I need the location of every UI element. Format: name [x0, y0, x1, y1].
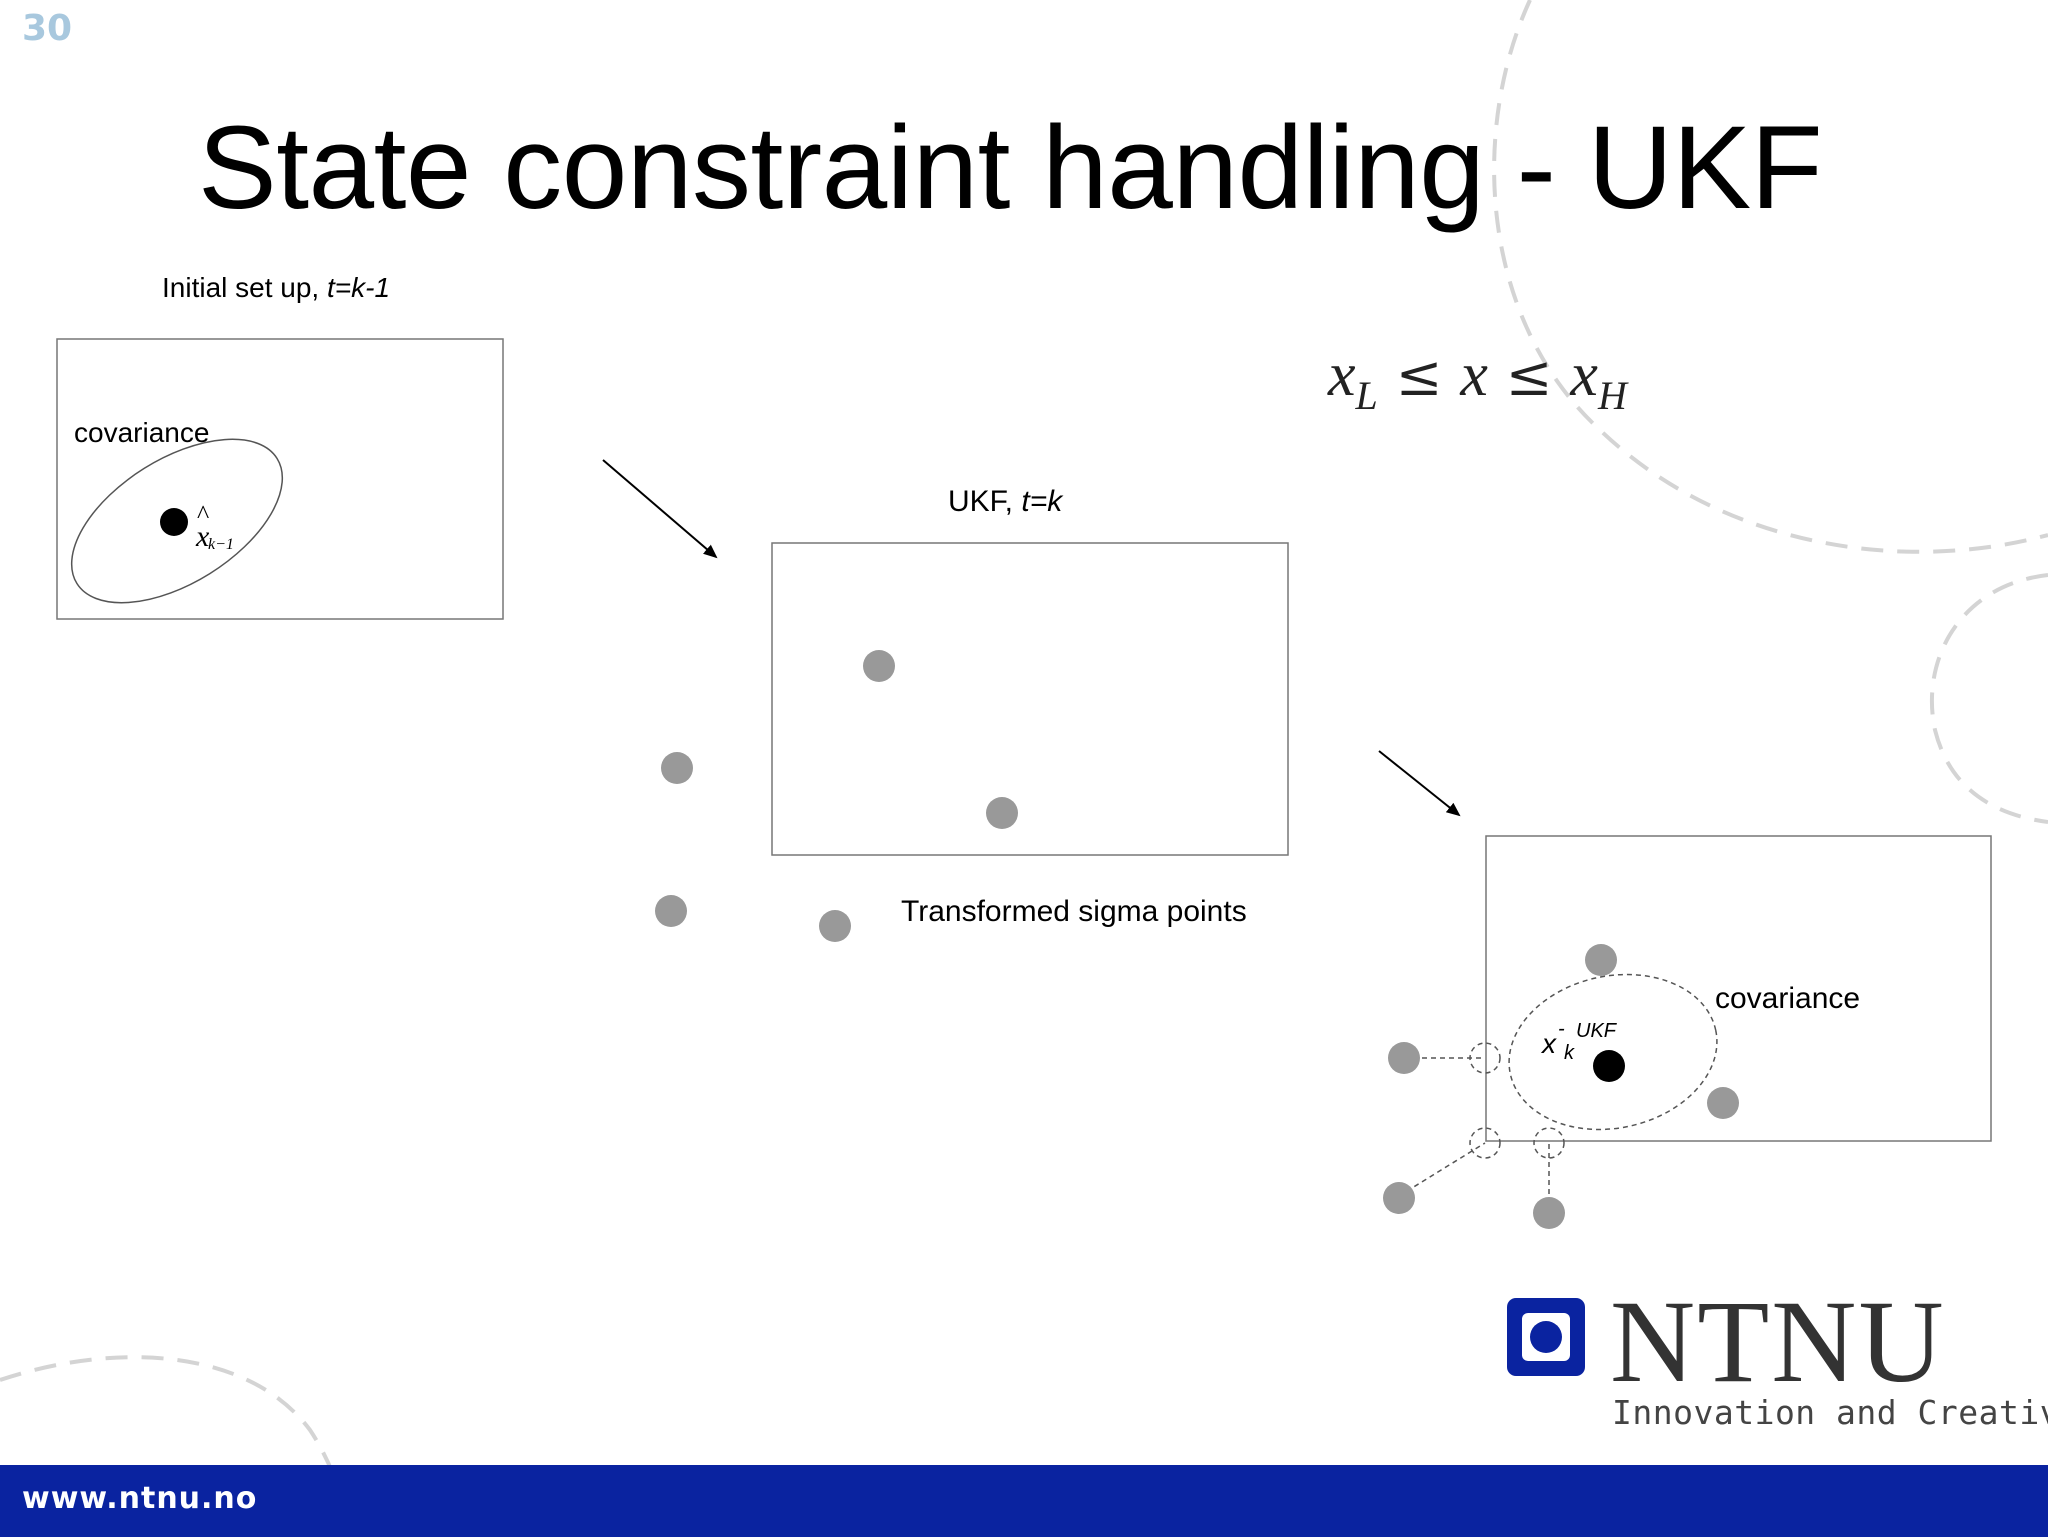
- sigma-point: [661, 752, 693, 784]
- slide-title: State constraint handling - UKF: [198, 102, 1823, 234]
- slide-number: 30: [22, 8, 73, 49]
- estimate-ukf-sup: UKF: [1576, 1020, 1616, 1042]
- projection-line: [1398, 1142, 1486, 1197]
- eq-leq-1: ≤: [1395, 344, 1443, 409]
- sigma-point: [863, 650, 895, 682]
- sigma-point: [1388, 1042, 1420, 1074]
- covariance-ellipse-ukf: [1508, 973, 1718, 1131]
- estimate-label-initial: x ^ k−1: [196, 500, 234, 554]
- eq-middle-var: x: [1460, 341, 1488, 409]
- footer-url-link[interactable]: www.ntnu.no: [22, 1481, 258, 1516]
- estimate-ukf-symbol: x: [1542, 1028, 1556, 1059]
- eq-upper-var: x: [1570, 341, 1598, 409]
- estimate-label-ukf: x - k UKF: [1542, 1018, 1616, 1064]
- eq-upper-sub: H: [1597, 373, 1627, 418]
- panel-initial-caption-time: t=k-1: [326, 272, 391, 303]
- sigma-point: [1707, 1087, 1739, 1119]
- estimate-ukf-minus: -: [1558, 1018, 1565, 1040]
- projected-point: [1469, 1127, 1501, 1159]
- projected-point: [1533, 1127, 1565, 1159]
- mean-estimate-initial: [160, 508, 188, 536]
- ntnu-logo-name: NTNU: [1610, 1276, 1946, 1407]
- covariance-label-initial: covariance: [74, 417, 210, 448]
- deco-arc-right: [1929, 573, 2048, 824]
- panel-ukf-caption-time: t=k: [1021, 485, 1063, 518]
- panel-ukf-caption: UKF, t=k: [948, 485, 1062, 519]
- footer-bar: [0, 1465, 2048, 1537]
- eq-leq-2: ≤: [1505, 344, 1553, 409]
- covariance-label-ukf: covariance: [1715, 982, 1861, 1015]
- panel-initial-caption: Initial set up, t=k-1: [162, 272, 390, 304]
- projected-point: [1469, 1042, 1501, 1074]
- sigma-point: [1585, 944, 1617, 976]
- arrow-to-ukf: [602, 459, 718, 559]
- sigma-point: [1533, 1197, 1565, 1229]
- deco-arc-top-right: [1492, 0, 2048, 554]
- panel-constrained: [1383, 835, 1992, 1229]
- sigma-point: [819, 910, 851, 942]
- panel-constrained-frame: [1485, 835, 1992, 1142]
- mean-estimate-ukf: [1593, 1050, 1625, 1082]
- ntnu-logo-tagline: Innovation and Creativity: [1612, 1393, 2048, 1432]
- eq-lower-var: x: [1328, 341, 1356, 409]
- estimate-initial-hat: ^: [197, 500, 210, 529]
- transformed-sigma-points-label: Transformed sigma points: [901, 895, 1247, 928]
- sigma-point: [1383, 1182, 1415, 1214]
- panel-ukf: [655, 542, 1289, 942]
- ntnu-logo-mark: [1507, 1298, 1585, 1376]
- projection-lines: [1398, 1042, 1565, 1212]
- panel-initial-setup: [56, 338, 504, 620]
- arrow-to-constrained: [1378, 750, 1461, 817]
- panel-initial-frame: [56, 338, 504, 620]
- panel-ukf-frame: [771, 542, 1289, 856]
- estimate-ukf-sub: k: [1564, 1042, 1574, 1064]
- estimate-initial-symbol: x: [196, 520, 210, 553]
- constraint-equation: xL ≤ x ≤ xH: [1328, 340, 1627, 419]
- estimate-initial-sub: k−1: [208, 536, 234, 553]
- panel-ukf-caption-text: UKF,: [948, 485, 1022, 518]
- eq-lower-sub: L: [1355, 373, 1378, 418]
- panel-initial-caption-text: Initial set up,: [162, 272, 327, 303]
- sigma-point: [986, 797, 1018, 829]
- covariance-ellipse-initial: [70, 438, 284, 604]
- sigma-point: [655, 895, 687, 927]
